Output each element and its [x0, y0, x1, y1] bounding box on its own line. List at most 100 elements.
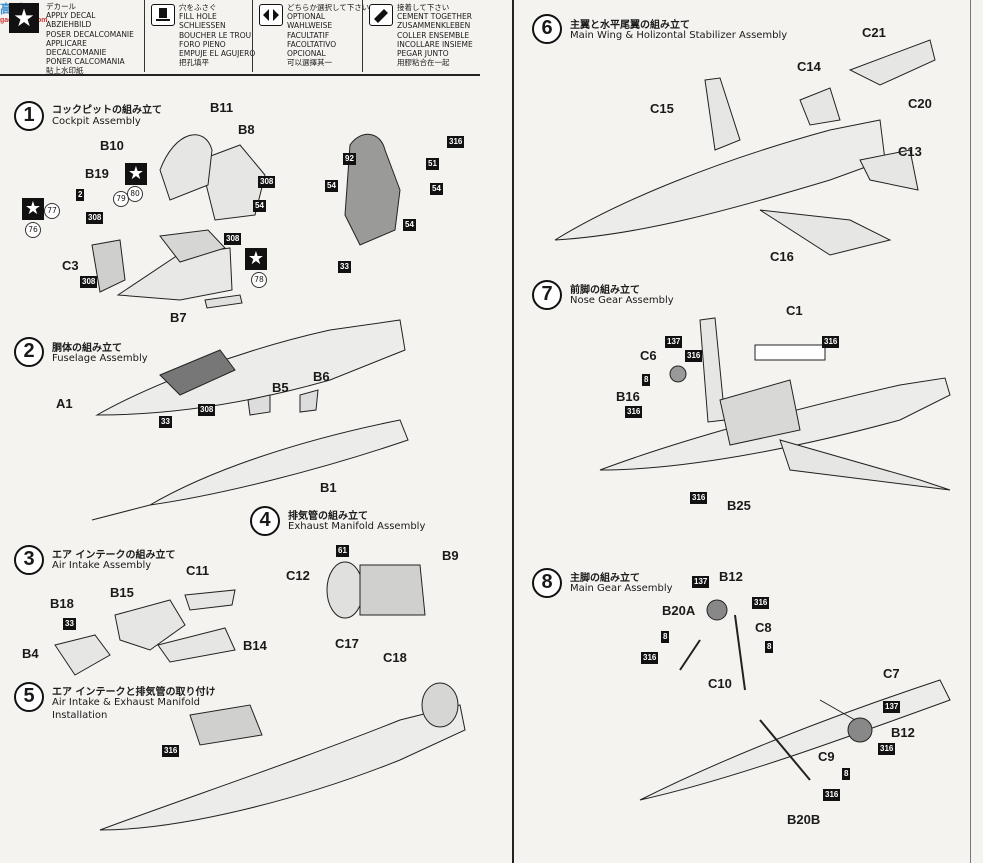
step-number: 6	[532, 14, 562, 44]
part-label: B16	[616, 389, 640, 404]
step-title-en: Cockpit Assembly	[52, 116, 141, 127]
part-label: B12	[891, 725, 915, 740]
paint-code: 92	[343, 153, 356, 165]
part-label: C15	[650, 101, 674, 116]
part-label: B6	[313, 369, 330, 384]
paint-code: 308	[224, 233, 242, 245]
part-label: B5	[272, 380, 289, 395]
step-title-jp: 主脚の組み立て	[570, 573, 640, 584]
paint-code: 308	[86, 212, 104, 224]
part-label: B4	[22, 646, 39, 661]
part-label: C18	[383, 650, 407, 665]
decal-star-icon: ★	[22, 198, 44, 220]
part-label: B25	[727, 498, 751, 513]
step-title-en: Nose Gear Assembly	[570, 295, 674, 306]
part-label: C10	[708, 676, 732, 691]
step-title-en: Main Wing & Holizontal Stabilizer Assemb…	[570, 30, 788, 41]
legend-rule	[0, 74, 480, 76]
part-label: C20	[908, 96, 932, 111]
step-number: 4	[250, 506, 280, 536]
part-label: C13	[898, 144, 922, 159]
part-label: A1	[56, 396, 73, 411]
decal-star-icon: ★	[125, 163, 147, 185]
part-label: B14	[243, 638, 267, 653]
optional-icon	[259, 4, 283, 26]
step-title-jp: コックピットの組み立て	[52, 105, 162, 116]
step-title-en: Exhaust Manifold Assembly	[288, 521, 426, 532]
part-label: B20B	[787, 812, 821, 827]
paint-code: 54	[430, 183, 443, 195]
part-label: C12	[286, 568, 310, 583]
step-title-jp: 主翼と水平尾翼の組み立て	[570, 20, 690, 31]
step-number: 5	[14, 682, 44, 712]
part-label: C6	[640, 348, 657, 363]
part-label: B9	[442, 548, 459, 563]
paint-code: 8	[661, 631, 670, 643]
part-label: B19	[85, 166, 109, 181]
part-label: B18	[50, 596, 74, 611]
part-label: C7	[883, 666, 900, 681]
paint-code: 54	[253, 200, 266, 212]
paint-code: 308	[198, 404, 216, 416]
step-title-jp: 前脚の組み立て	[570, 285, 640, 296]
paint-code: 308	[258, 176, 276, 188]
paint-code: 316	[685, 350, 703, 362]
part-label: B15	[110, 585, 134, 600]
column-divider	[512, 0, 514, 863]
part-label: C14	[797, 59, 821, 74]
step-title-jp: 排気管の組み立て	[288, 511, 368, 522]
decal-legend-icon: ★	[9, 3, 39, 33]
step-number: 1	[14, 101, 44, 131]
paint-code: 137	[883, 701, 901, 713]
step-title-en-2: Installation	[52, 710, 108, 721]
fill-hole-icon	[151, 4, 175, 26]
part-label: C8	[755, 620, 772, 635]
decal-number: 78	[251, 272, 267, 288]
step-title-en: Main Gear Assembly	[570, 583, 673, 594]
paint-code: 54	[325, 180, 338, 192]
step-title-en: Fuselage Assembly	[52, 353, 148, 364]
step-title-en: Air Intake & Exhaust Manifold	[52, 697, 200, 708]
paint-code: 33	[338, 261, 351, 273]
page-edge	[970, 0, 971, 863]
paint-code: 8	[765, 641, 774, 653]
paint-code: 316	[625, 406, 643, 418]
part-label: C1	[786, 303, 803, 318]
part-label: B20A	[662, 603, 696, 618]
paint-code: 8	[642, 374, 651, 386]
part-label: B10	[100, 138, 124, 153]
decal-star-icon: ★	[245, 248, 267, 270]
paint-code: 316	[822, 336, 840, 348]
cement-icon	[369, 4, 393, 26]
paint-code: 316	[641, 652, 659, 664]
paint-code: 316	[823, 789, 841, 801]
paint-code: 308	[80, 276, 98, 288]
part-label: B8	[238, 122, 255, 137]
paint-code: 137	[665, 336, 683, 348]
part-label: C11	[186, 563, 210, 578]
paint-code: 316	[752, 597, 770, 609]
part-label: B12	[719, 569, 743, 584]
paint-code: 8	[842, 768, 851, 780]
paint-code: 54	[403, 219, 416, 231]
paint-code: 137	[692, 576, 710, 588]
step-number: 2	[14, 337, 44, 367]
part-label: B1	[320, 480, 337, 495]
paint-code: 33	[159, 416, 172, 428]
paint-code: 316	[447, 136, 465, 148]
decal-number: 77	[44, 203, 60, 219]
step-number: 7	[532, 280, 562, 310]
decal-number: 76	[25, 222, 41, 238]
paint-code: 2	[76, 189, 85, 201]
part-label: B7	[170, 310, 187, 325]
paint-code: 33	[63, 618, 76, 630]
